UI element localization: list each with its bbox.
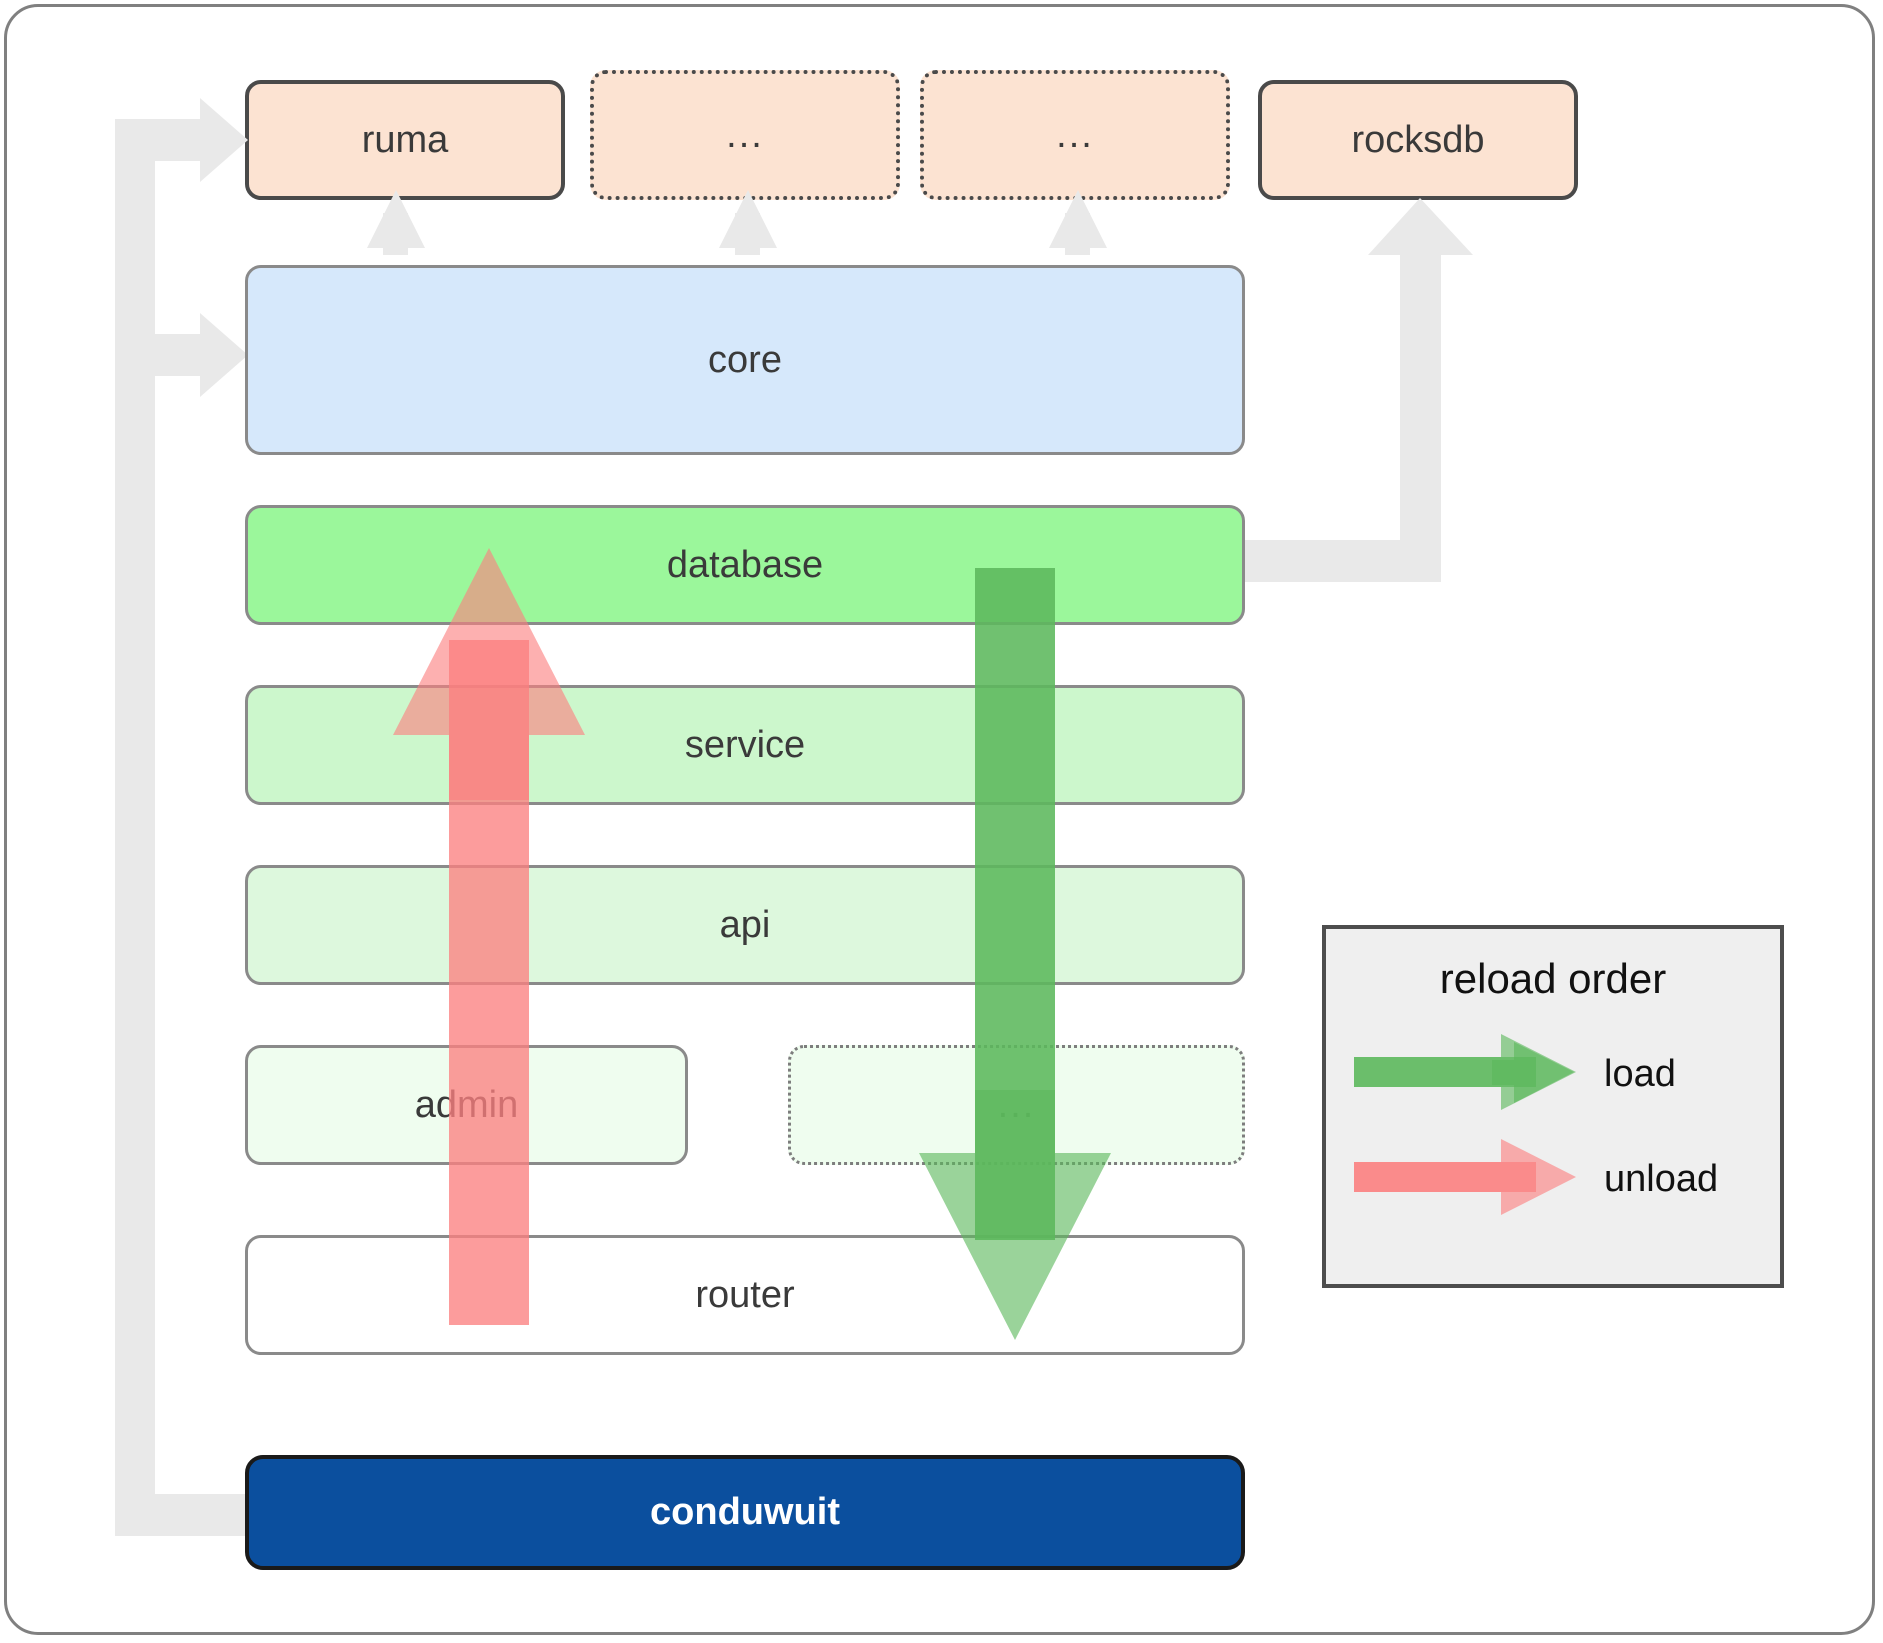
binary-box-conduwuit[interactable]: conduwuit [245,1455,1245,1570]
dependency-label-ruma: ruma [361,118,449,161]
legend-arrow-graphics [1354,1034,1576,1215]
diagram-frame [4,4,1875,1635]
legend-unload-arrow [1354,1139,1576,1215]
layer-box-router[interactable]: router [245,1235,1245,1355]
layer-label-service: service [684,723,806,766]
legend-label-unload: unload [1604,1158,1719,1200]
layer-label-router: router [695,1273,795,1316]
dependency-box-ellipsis-1[interactable]: ... [590,70,900,200]
layer-box-database[interactable]: database [245,505,1245,625]
layer-label-api: api [719,903,771,946]
legend-panel: reload order load unload [1322,925,1784,1288]
dependency-label-ellipsis-2: ... [1056,114,1094,156]
binary-label-conduwuit: conduwuit [650,1491,840,1533]
layer-label-database: database [666,543,824,586]
layer-label-ellipsis: ... [997,1084,1036,1126]
layer-label-admin: admin [414,1083,519,1126]
layer-label-core: core [708,338,782,381]
legend-title: reload order [1439,955,1667,1002]
dependency-box-ellipsis-2[interactable]: ... [920,70,1230,200]
layer-box-core[interactable]: core [245,265,1245,455]
dependency-box-ruma[interactable]: ruma [245,80,565,200]
layer-box-service[interactable]: service [245,685,1245,805]
dependency-label-ellipsis-1: ... [726,114,764,156]
legend-load-arrow [1354,1034,1576,1110]
dependency-label-rocksdb: rocksdb [1351,118,1485,161]
layer-box-ellipsis[interactable]: ... [788,1045,1245,1165]
layer-box-admin[interactable]: admin [245,1045,688,1165]
legend-label-load: load [1604,1053,1676,1095]
dependency-box-rocksdb[interactable]: rocksdb [1258,80,1578,200]
layer-box-api[interactable]: api [245,865,1245,985]
